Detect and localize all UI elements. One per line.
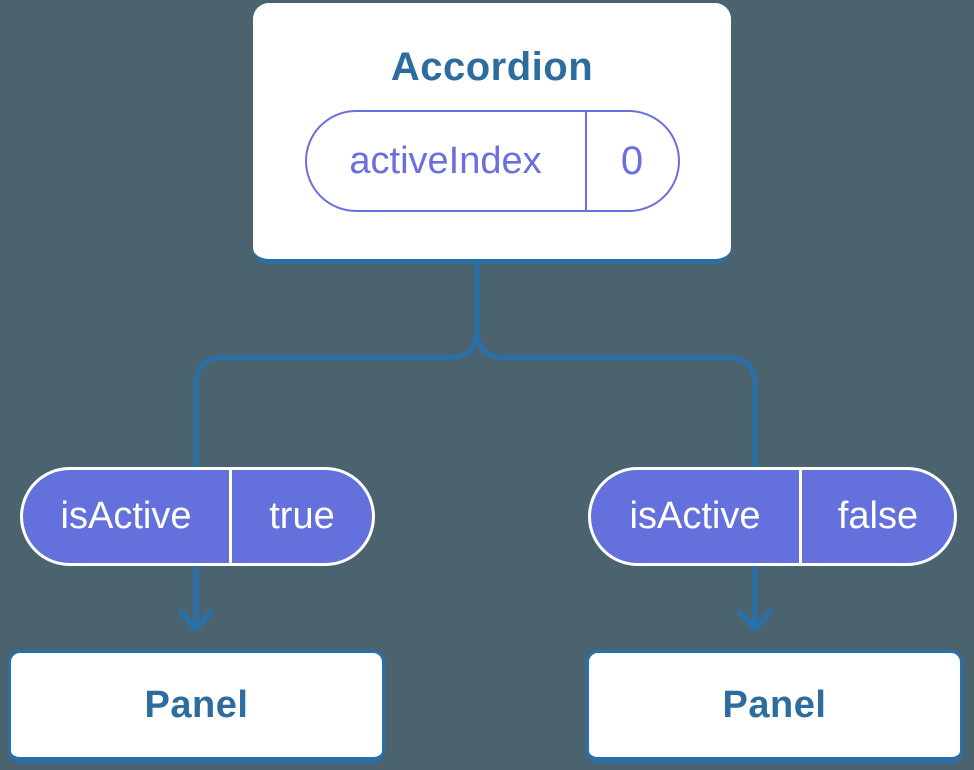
panel-title: Panel [144,683,249,726]
panel-title: Panel [722,683,827,726]
arrow-left-icon [178,561,214,632]
connector-right-branch [474,261,758,469]
panel-card-left: Panel [8,650,385,763]
panel-card-right: Panel [586,650,963,763]
arrow-right-icon [737,561,773,632]
state-pill-label: activeIndex [307,112,587,210]
prop-pill-isactive-true: isActive true [20,467,375,566]
prop-pill-value: false [837,495,919,537]
connector-left-branch [193,261,480,469]
accordion-title: Accordion [390,45,594,89]
prop-pill-isactive-false: isActive false [588,467,957,566]
state-pill-active-index: activeIndex 0 [304,110,680,212]
state-pill-value: 0 [620,138,644,183]
accordion-component-card: Accordion activeIndex 0 [253,3,731,264]
prop-pill-label: isActive [23,470,232,563]
prop-pill-label: isActive [591,470,802,563]
prop-pill-value: true [269,495,335,537]
